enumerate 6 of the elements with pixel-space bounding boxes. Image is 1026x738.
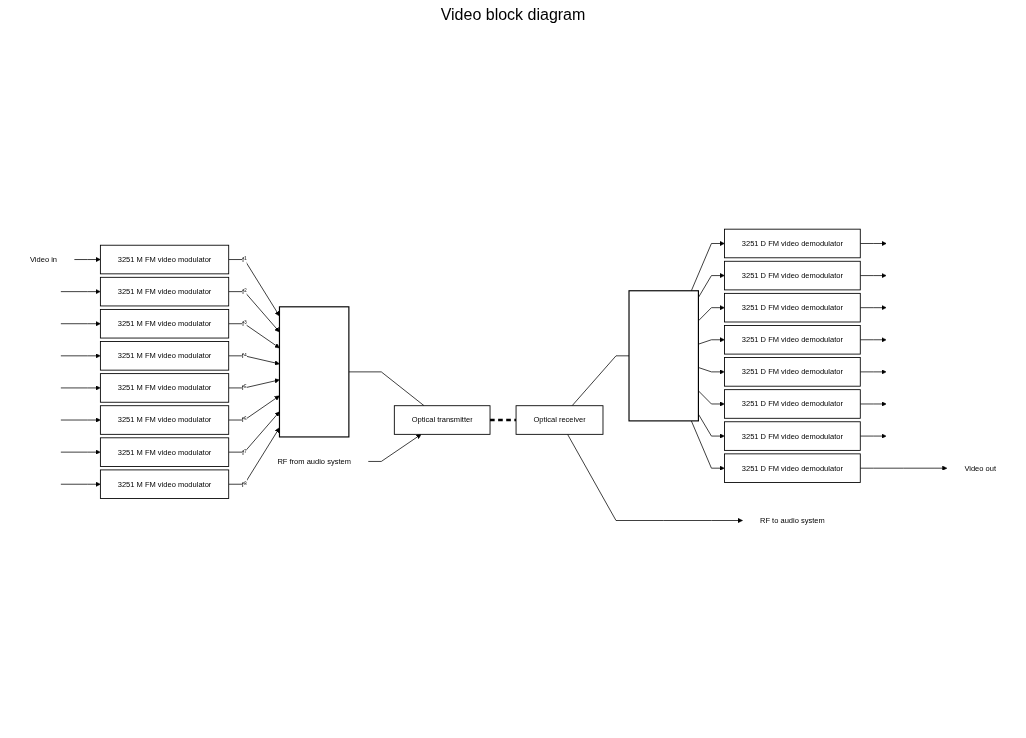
connector [571, 355, 630, 407]
connector [490, 418, 517, 422]
connector [348, 371, 425, 407]
node-bar [628, 290, 699, 422]
diagram-title: Video block diagram [440, 6, 586, 24]
node-bar [278, 306, 350, 438]
